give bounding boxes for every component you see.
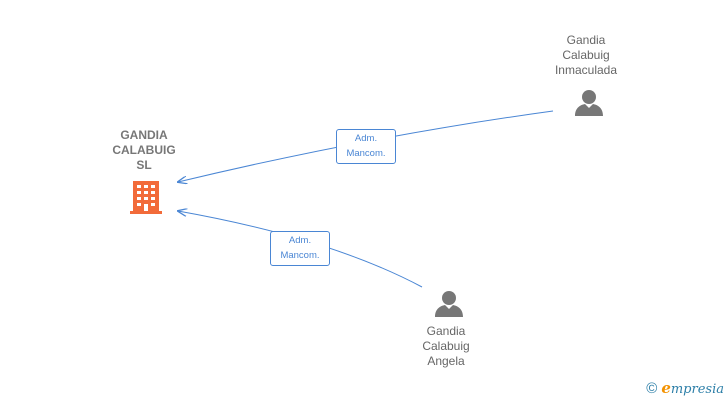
- brand-logo[interactable]: empresia: [661, 379, 724, 397]
- person-icon[interactable]: [574, 89, 604, 117]
- person-label-angela[interactable]: Gandia Calabuig Angela: [422, 324, 470, 368]
- edge-label-angela[interactable]: Adm. Mancom.: [270, 231, 330, 266]
- person-icon[interactable]: [434, 290, 464, 318]
- edge-label-inmaculada[interactable]: Adm. Mancom.: [336, 129, 396, 164]
- copyright-icon: ©: [646, 379, 658, 397]
- footer-brand: © empresia: [646, 379, 724, 397]
- building-icon[interactable]: [129, 180, 163, 216]
- person-label-inmaculada[interactable]: Gandia Calabuig Inmaculada: [554, 33, 618, 77]
- company-label[interactable]: GANDIA CALABUIG SL: [112, 128, 176, 172]
